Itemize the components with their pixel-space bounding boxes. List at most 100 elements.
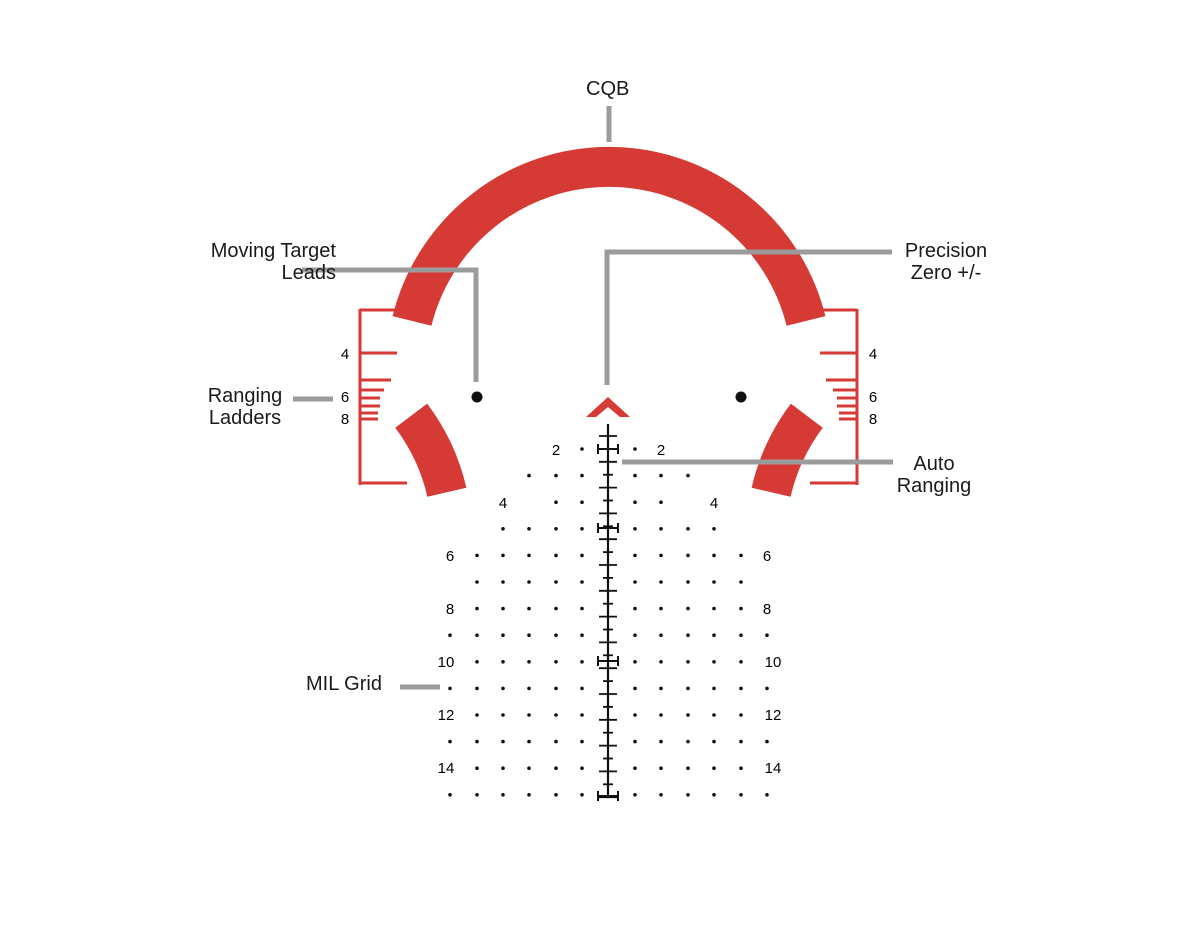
mil-dot <box>659 713 663 717</box>
mil-dot <box>580 686 584 691</box>
mil-dot <box>554 633 558 637</box>
grid-label-right-6: 6 <box>763 548 771 565</box>
mil-dot <box>527 739 531 744</box>
grid-label-left-14: 14 <box>438 760 455 777</box>
mil-dot <box>686 633 690 637</box>
mil-dot <box>527 473 531 478</box>
mil-dot <box>633 527 637 531</box>
mil-dot <box>765 739 769 744</box>
mil-dot <box>633 793 637 797</box>
mil-dot <box>580 660 584 664</box>
moving-target-lead-dot-right <box>735 391 747 403</box>
mil-dot <box>633 633 637 637</box>
ladder-left-label-8: 8 <box>341 411 349 428</box>
mil-dot <box>765 793 769 797</box>
mil-dot <box>633 473 637 478</box>
mil-dot <box>659 739 663 744</box>
mil-dot <box>686 473 690 478</box>
callout-mil-grid-text: MIL Grid <box>306 673 382 695</box>
mil-dot <box>659 500 663 505</box>
mil-dot <box>633 660 637 664</box>
mil-dot <box>554 473 558 478</box>
grid-label-left-4: 4 <box>499 495 507 512</box>
mil-dot <box>659 686 663 691</box>
ladder-left-label-4: 4 <box>341 346 349 363</box>
mil-dot <box>501 527 505 531</box>
leader-precision-zero <box>604 249 892 385</box>
grid-label-right-4: 4 <box>710 495 718 512</box>
callout-precision-zero-line2: Zero +/- <box>910 262 982 284</box>
mil-dot <box>580 633 584 637</box>
precision-chevron-icon <box>586 397 630 417</box>
ladder-right-label-8: 8 <box>869 411 877 428</box>
callout-ranging-ladders: Ranging Ladders <box>201 385 289 429</box>
grid-label-left-8: 8 <box>446 601 454 618</box>
mil-dot <box>659 766 663 770</box>
cqb-ring <box>392 146 826 498</box>
leader-moving-target-leads <box>302 267 479 382</box>
mil-dot <box>475 580 479 584</box>
grid-label-left-10: 10 <box>438 654 455 671</box>
mil-dot <box>580 713 584 717</box>
grid-label-right-8: 8 <box>763 601 771 618</box>
mil-dot <box>501 580 505 584</box>
vertical-stadia-line <box>597 424 619 801</box>
mil-dot <box>580 606 584 611</box>
mil-dot <box>475 686 479 691</box>
mil-dot <box>501 766 505 770</box>
callout-cqb: CQB <box>586 78 629 100</box>
mil-dot <box>633 713 637 717</box>
mil-dot <box>448 686 452 691</box>
mil-dot <box>633 500 637 505</box>
mil-dot <box>633 580 637 584</box>
callout-ranging-ladders-line1: Ranging <box>207 385 283 407</box>
mil-dot <box>633 686 637 691</box>
mil-dot <box>659 553 663 558</box>
mil-dot <box>448 739 452 744</box>
callout-moving-target-leads: Moving Target Leads <box>211 240 336 284</box>
mil-dot <box>501 739 505 744</box>
callout-auto-ranging: Auto Ranging <box>888 453 980 497</box>
mil-dot <box>712 527 716 531</box>
mil-dot <box>686 739 690 744</box>
mil-dot <box>554 660 558 664</box>
callout-moving-target-leads-line2: Leads <box>281 262 337 284</box>
mil-dot <box>739 606 743 611</box>
mil-dot <box>475 793 479 797</box>
callout-auto-ranging-line2: Ranging <box>896 475 972 497</box>
mil-dot <box>739 713 743 717</box>
mil-dot <box>659 633 663 637</box>
mil-dot <box>580 580 584 584</box>
callout-ranging-ladders-line2: Ladders <box>208 407 282 429</box>
cqb-ring-lower-left-arc <box>394 403 467 498</box>
mil-dot <box>501 660 505 664</box>
mil-dot <box>659 660 663 664</box>
mil-dot <box>580 766 584 770</box>
mil-dot <box>501 606 505 611</box>
mil-dot <box>659 473 663 478</box>
mil-dot <box>554 553 558 558</box>
mil-dot <box>527 766 531 770</box>
grid-label-right-14: 14 <box>765 760 782 777</box>
mil-dot <box>633 606 637 611</box>
mil-dot <box>739 553 743 558</box>
mil-dot <box>686 766 690 770</box>
grid-label-right-12: 12 <box>765 707 782 724</box>
mil-dot <box>527 606 531 611</box>
mil-dot <box>712 660 716 664</box>
mil-dot <box>448 793 452 797</box>
mil-dot <box>580 553 584 558</box>
mil-dot <box>765 633 769 637</box>
mil-dot <box>712 713 716 717</box>
ranging-ladder-right <box>810 308 859 485</box>
mil-dot <box>527 686 531 691</box>
mil-dot <box>527 553 531 558</box>
mil-dot <box>527 580 531 584</box>
callout-cqb-text: CQB <box>586 78 630 100</box>
mil-dot <box>686 527 690 531</box>
ladder-left-label-6: 6 <box>341 389 349 406</box>
mil-dot <box>554 713 558 717</box>
mil-dot <box>580 793 584 797</box>
mil-dot <box>686 686 690 691</box>
